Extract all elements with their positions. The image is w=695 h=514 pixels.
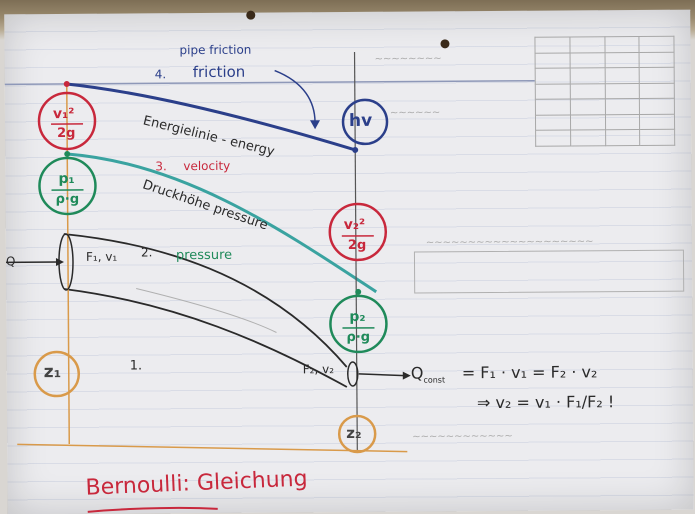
label-num2: 2. bbox=[140, 245, 153, 260]
energy-line bbox=[66, 82, 356, 152]
label-pipe-friction: pipe friction bbox=[179, 42, 252, 58]
circle-v2 bbox=[328, 202, 388, 262]
circle-v1-num: v₁² bbox=[52, 105, 75, 123]
drawing bbox=[4, 51, 535, 513]
circle-z1 bbox=[33, 350, 81, 398]
q-const: Qconst bbox=[410, 363, 446, 385]
label-q-left: Q bbox=[5, 254, 16, 269]
label-pressure: pressure bbox=[175, 247, 233, 264]
circle-hv bbox=[341, 98, 389, 146]
reference-line bbox=[4, 79, 535, 86]
axis-left bbox=[66, 83, 71, 444]
circle-z1-text: z₁ bbox=[43, 362, 62, 383]
circle-v2-num: v₂² bbox=[343, 216, 366, 234]
arrow-outflow bbox=[358, 373, 405, 377]
pressure-line bbox=[67, 152, 378, 294]
arrow-outflow-head bbox=[402, 371, 411, 380]
arrow-friction bbox=[274, 69, 316, 123]
label-num3: 3. bbox=[155, 159, 167, 174]
continuity-eq-2: ⇒ v₂ = v₁ · F₁/F₂ ! bbox=[476, 392, 615, 413]
pipe-outlet-ellipse bbox=[347, 361, 359, 387]
title-underline bbox=[87, 506, 218, 513]
label-num1: 1. bbox=[129, 358, 143, 374]
circle-p1-num: p₁ bbox=[58, 170, 75, 188]
pipe-bottom bbox=[64, 288, 348, 388]
arrow-inflow-head bbox=[55, 258, 64, 267]
circle-v1-den: 2g bbox=[57, 125, 76, 142]
axis-right bbox=[353, 51, 358, 452]
label-velocity: velocity bbox=[183, 158, 231, 174]
arrow-friction-head bbox=[310, 120, 321, 130]
label-friction: friction bbox=[192, 62, 246, 82]
circle-hv-text: hv bbox=[348, 110, 373, 131]
ground-line bbox=[17, 443, 408, 453]
pipe-center bbox=[136, 288, 277, 333]
circle-p2-num: p₂ bbox=[349, 308, 366, 325]
circle-p1 bbox=[38, 156, 97, 216]
continuity-eq-1: = F₁ · v₁ = F₂ · v₂ bbox=[461, 362, 598, 383]
pipe-top bbox=[63, 233, 348, 368]
circle-v2-den: 2g bbox=[347, 237, 367, 254]
circle-p2-den: ρ·g bbox=[346, 329, 371, 346]
circle-p2 bbox=[329, 294, 388, 354]
label-fv-right: F₂, v₂ bbox=[302, 362, 335, 377]
label-fv-left: F₁, v₁ bbox=[85, 249, 118, 264]
circle-p1-den: ρ·g bbox=[55, 191, 80, 208]
circle-z2 bbox=[337, 414, 377, 454]
circle-v1 bbox=[37, 91, 97, 151]
circle-z2-text: z₂ bbox=[346, 423, 362, 443]
label-num4: 4. bbox=[154, 67, 167, 82]
paper-sheet: ~~~~~~~~ ~~~~~~ ~~~~~~~~~~~~~~~~~~~~ ~~~… bbox=[4, 9, 694, 514]
